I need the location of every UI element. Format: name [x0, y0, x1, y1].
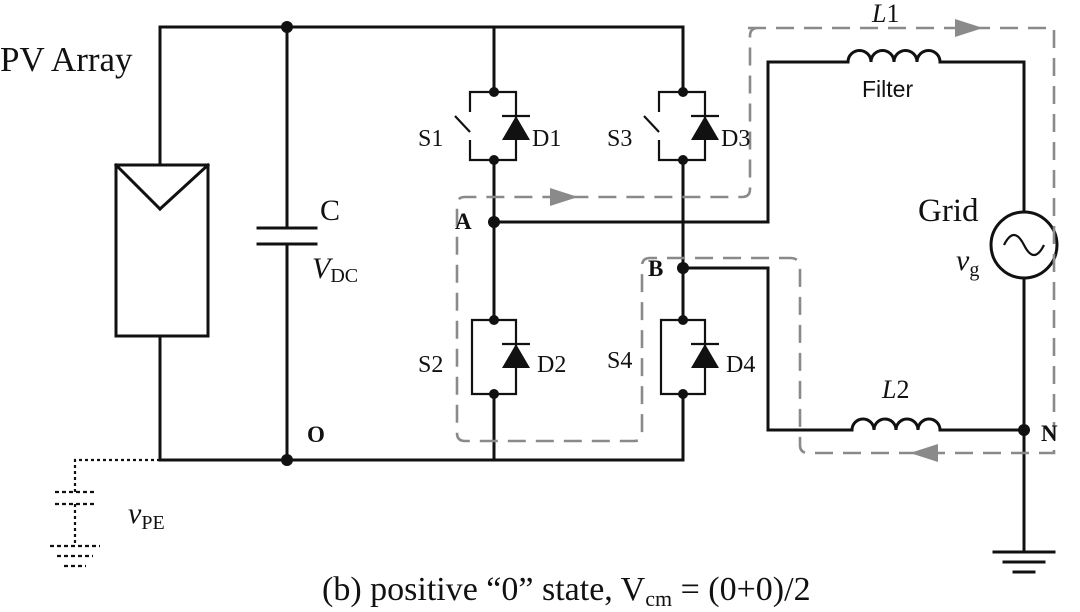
s2-label: S2 [418, 352, 443, 378]
figure-caption: (b) positive “0” state, Vcm = (0+0)/2 [322, 571, 811, 611]
main-wiring [158, 25, 1026, 554]
d2-label: D2 [537, 352, 566, 378]
d1-label: D1 [532, 126, 561, 152]
current-path-loops [455, 26, 1056, 455]
grid-label: Grid [918, 193, 979, 229]
s4-label: S4 [607, 348, 632, 374]
node-o-label: O [307, 422, 325, 447]
s3-label: S3 [607, 126, 632, 152]
arrow-bottom-left [910, 444, 938, 462]
l1-label: L1 [871, 0, 899, 28]
switch-s3 [643, 90, 707, 162]
switch-s1 [454, 90, 518, 162]
node-b-label: B [648, 256, 663, 281]
diode-d4 [691, 342, 719, 368]
diode-d2 [502, 342, 530, 368]
pv-array [113, 162, 211, 338]
arrow-top-right [955, 19, 983, 37]
capacitor [256, 226, 318, 246]
l2-label: L2 [881, 375, 909, 404]
capacitor-label: C [320, 194, 340, 227]
vdc-label: VDC [312, 252, 358, 287]
arrow-a-path [550, 188, 578, 206]
diode-d1 [502, 114, 530, 140]
diode-d3 [691, 114, 719, 140]
vpe-label: vPE [128, 497, 165, 534]
inductor-l2 [850, 417, 942, 432]
grid-source [989, 210, 1059, 280]
d4-label: D4 [726, 352, 755, 378]
parasitic-capacitance [50, 458, 160, 568]
s1-label: S1 [418, 126, 443, 152]
inductor-l1 [846, 49, 942, 64]
current-direction-arrows [550, 19, 983, 462]
filter-label: Filter [862, 76, 913, 102]
ground-icon [992, 550, 1056, 574]
node-a-label: A [455, 209, 472, 234]
vg-label: vg [956, 244, 979, 281]
junction-dots [281, 21, 1030, 466]
node-n-label: N [1041, 421, 1058, 446]
pv-array-label: PV Array [0, 40, 133, 79]
d3-label: D3 [721, 126, 750, 152]
